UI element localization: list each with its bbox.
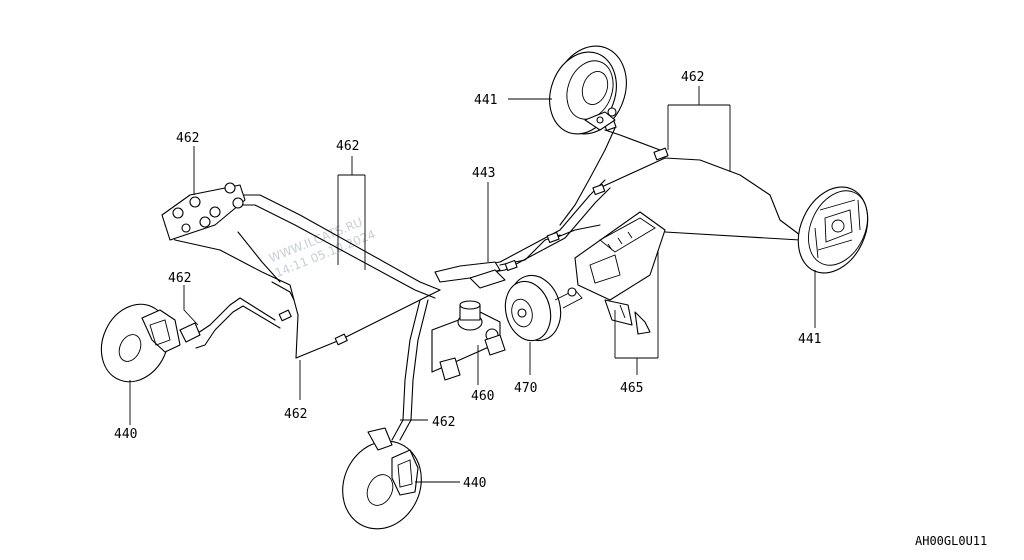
callout-462-top-right: 462 bbox=[681, 70, 704, 85]
callout-470: 470 bbox=[514, 381, 537, 396]
front-disc-brake-440-bottom bbox=[342, 427, 422, 530]
rear-drum-brake-441-right bbox=[797, 186, 869, 274]
brake-hose-443 bbox=[434, 261, 506, 289]
callout-440-bottom: 440 bbox=[463, 476, 486, 491]
pedal-bracket-465 bbox=[574, 211, 666, 335]
junction-block-462 bbox=[161, 182, 246, 241]
front-disc-brake-440-left bbox=[100, 303, 201, 383]
callout-460: 460 bbox=[471, 389, 494, 404]
master-cylinder-460 bbox=[431, 300, 506, 381]
callout-leaders bbox=[129, 86, 816, 483]
rear-drum-brake-441-top bbox=[549, 45, 627, 135]
callout-462-bottom-left: 462 bbox=[284, 407, 307, 422]
callout-462-bottom-mid: 462 bbox=[432, 415, 455, 430]
callout-465: 465 bbox=[620, 381, 643, 396]
callout-462-left: 462 bbox=[168, 271, 191, 286]
diagram-code: AH00GL0U11 bbox=[915, 534, 987, 548]
brake-booster-470 bbox=[504, 274, 583, 342]
callout-462-top-left: 462 bbox=[176, 131, 199, 146]
callout-labels: 462 462 462 462 462 462 443 441 441 440 … bbox=[114, 70, 821, 491]
callout-443: 443 bbox=[472, 166, 495, 181]
callout-440-left: 440 bbox=[114, 427, 137, 442]
callout-441-right: 441 bbox=[798, 332, 821, 347]
pipe-clips bbox=[278, 119, 669, 346]
callout-441-top: 441 bbox=[474, 93, 497, 108]
watermark: WWW.ILCATS.RU 14:11 05.10.2024 bbox=[267, 215, 378, 280]
callout-462-top-mid: 462 bbox=[336, 139, 359, 154]
